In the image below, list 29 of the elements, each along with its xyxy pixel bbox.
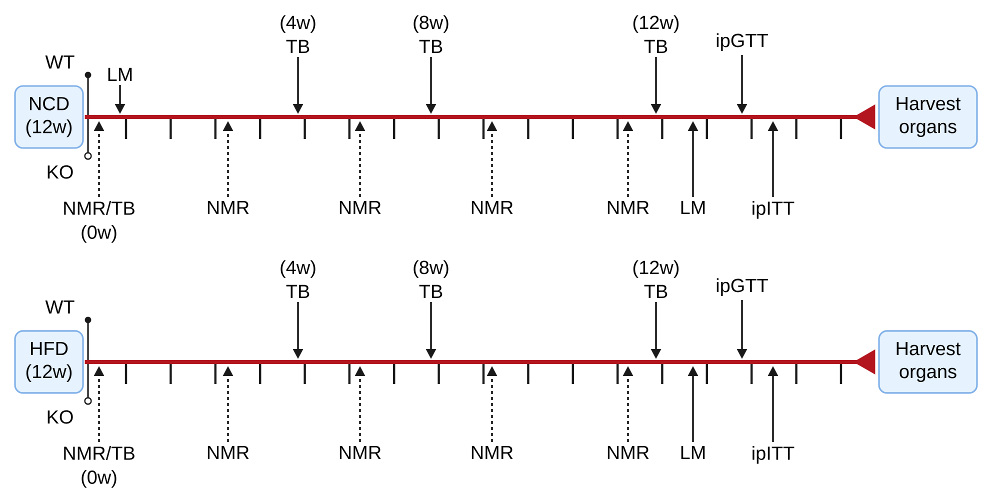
stage-box: Harvest organs: [878, 85, 978, 149]
event-label: NMR: [608, 201, 649, 214]
event-label: (12w) TB: [633, 260, 679, 298]
event-label: (4w) TB: [280, 260, 316, 298]
event-label: NMR: [340, 446, 381, 460]
event-label: NMR: [472, 446, 513, 460]
event-label: (12w) TB: [633, 15, 679, 53]
event-label: LM: [108, 68, 132, 81]
event-label: ipITT: [752, 200, 794, 219]
event-label: (8w) TB: [414, 260, 448, 298]
event-label: NMR: [472, 201, 513, 214]
event-label: NMR: [608, 446, 649, 460]
event-label: (4w) TB: [280, 15, 316, 53]
event-label: ipGTT: [716, 278, 768, 296]
stage-box: Harvest organs: [878, 330, 978, 394]
event-label: NMR/TB (0w): [64, 200, 134, 243]
stage-box: NCD (12w): [14, 85, 84, 149]
group-label: WT: [45, 55, 74, 69]
event-label: LM: [681, 201, 705, 214]
event-label: NMR: [208, 446, 249, 460]
event-label: LM: [681, 446, 705, 460]
event-label: ipGTT: [716, 33, 768, 51]
group-label: WT: [45, 300, 74, 314]
event-label: NMR: [340, 201, 381, 214]
stage-box: HFD (12w): [14, 330, 84, 394]
event-label: NMR: [208, 201, 249, 214]
event-label: ipITT: [752, 446, 794, 464]
event-label: (8w) TB: [414, 15, 448, 53]
event-label: NMR/TB (0w): [64, 446, 134, 488]
